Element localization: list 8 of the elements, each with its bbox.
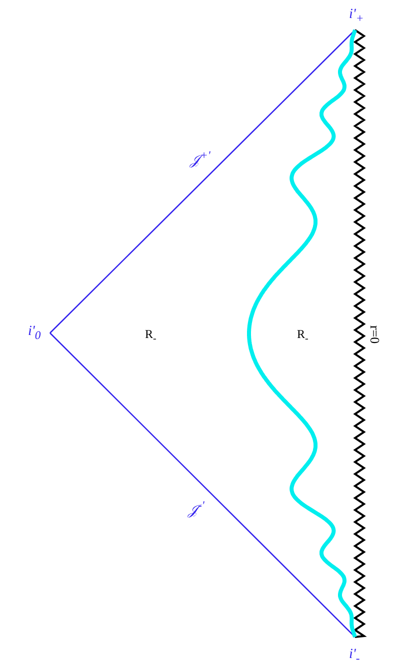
singularity-label: r=0 (368, 325, 382, 344)
infinity-label: i'$_{+}$ (349, 8, 364, 24)
null-infinity-label: 𝒥$^{+'}$ (190, 150, 210, 169)
null-infinity-label: 𝒥$^{-'}$ (188, 500, 204, 519)
infinity-label: i'$_{-}$ (349, 648, 360, 664)
region-label: R$_{-}$ (297, 328, 308, 344)
infinity-label: i'$_{0}$ (28, 325, 41, 342)
region-label: R$_{-}$ (145, 328, 156, 344)
